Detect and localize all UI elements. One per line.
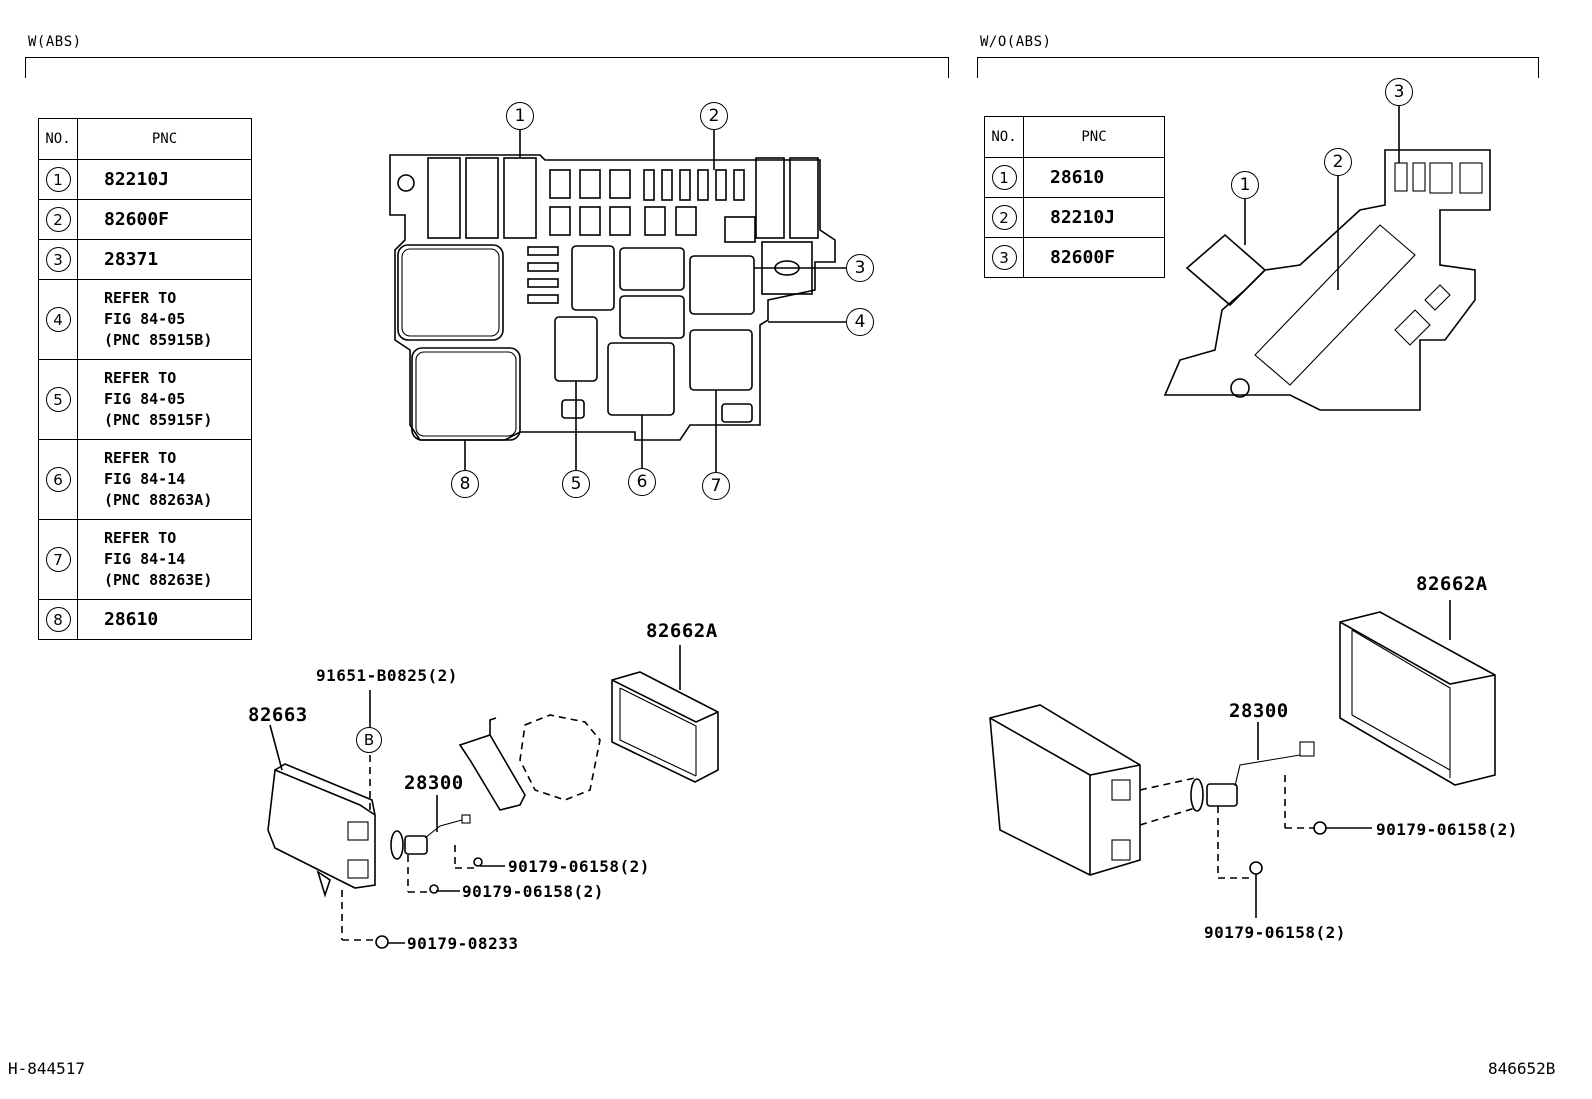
callout-leaders-right bbox=[1244, 105, 1400, 290]
section-bracket-left bbox=[25, 57, 949, 78]
figure-id-left: H-844517 bbox=[8, 1059, 86, 1078]
row-pnc: 82210J bbox=[104, 169, 170, 190]
figure-id-right: 846652B bbox=[1488, 1059, 1556, 1078]
callout-right-2: 2 bbox=[1324, 148, 1352, 176]
row-pnc-line: FIG 84-14 bbox=[104, 470, 186, 488]
relay-block-top-view bbox=[389, 154, 836, 441]
parts-table-right: NO. PNC 1 28610 2 82210J 3 82600F bbox=[984, 116, 1165, 278]
row-number: 6 bbox=[45, 467, 71, 492]
part-label-box: 82663 bbox=[248, 704, 308, 726]
callout-left-3: 3 bbox=[846, 254, 874, 282]
callout-left-8: 8 bbox=[451, 470, 479, 498]
callout-left-5: 5 bbox=[562, 470, 590, 498]
row-number: 5 bbox=[45, 387, 71, 412]
row-pnc: 82210J bbox=[1050, 207, 1116, 228]
left-horn-28300 bbox=[390, 814, 471, 860]
row-pnc-line: (PNC 88263E) bbox=[104, 571, 213, 589]
table-row: 2 82210J bbox=[984, 197, 1165, 238]
row-number: 1 bbox=[991, 165, 1017, 190]
callout-leaders-left bbox=[464, 129, 846, 472]
part-label-cover-right: 82662A bbox=[1416, 573, 1488, 595]
part-label-bolt: 91651-B0825(2) bbox=[316, 666, 458, 685]
callout-left-1: 1 bbox=[506, 102, 534, 130]
row-pnc-line: REFER TO bbox=[104, 529, 177, 547]
row-number: 3 bbox=[45, 247, 71, 272]
table-header-no: NO. bbox=[984, 116, 1024, 158]
left-relay-box-82663 bbox=[267, 763, 376, 898]
row-number: 3 bbox=[991, 245, 1017, 270]
table-row: 5 REFER TO FIG 84-05 (PNC 85915F) bbox=[38, 359, 252, 440]
bolt-marker-b: B bbox=[356, 727, 382, 753]
part-label-nut-right-1: 90179-06158(2) bbox=[1376, 820, 1518, 839]
part-label-nut-1: 90179-06158(2) bbox=[508, 857, 650, 876]
part-label-horn: 28300 bbox=[404, 772, 464, 794]
right-nuts bbox=[1249, 821, 1327, 875]
row-pnc-line: (PNC 85915F) bbox=[104, 411, 213, 429]
part-label-cover: 82662A bbox=[646, 620, 718, 642]
row-pnc: 28371 bbox=[104, 249, 159, 270]
right-horn-28300 bbox=[1190, 741, 1315, 812]
row-pnc: 82600F bbox=[1050, 247, 1116, 268]
callout-left-7: 7 bbox=[702, 472, 730, 500]
row-number: 4 bbox=[45, 307, 71, 332]
part-label-nut-2: 90179-06158(2) bbox=[462, 882, 604, 901]
row-number: 7 bbox=[45, 547, 71, 572]
callout-left-6: 6 bbox=[628, 468, 656, 496]
callout-left-4: 4 bbox=[846, 308, 874, 336]
row-pnc-line: (PNC 85915B) bbox=[104, 331, 213, 349]
table-row: 6 REFER TO FIG 84-14 (PNC 88263A) bbox=[38, 439, 252, 520]
part-label-nut-3: 90179-08233 bbox=[407, 934, 519, 953]
section-label-with-abs: W(ABS) bbox=[28, 34, 82, 50]
row-number: 2 bbox=[45, 207, 71, 232]
table-row: 8 28610 bbox=[38, 599, 252, 640]
table-header-no: NO. bbox=[38, 118, 78, 160]
row-pnc-line: (PNC 88263A) bbox=[104, 491, 213, 509]
row-number: 1 bbox=[45, 167, 71, 192]
right-dashed-guides bbox=[1139, 775, 1315, 879]
table-header-pnc: PNC bbox=[77, 118, 252, 160]
row-number: 2 bbox=[991, 205, 1017, 230]
left-dashed-guides bbox=[341, 755, 478, 941]
row-pnc-line: REFER TO bbox=[104, 449, 177, 467]
left-part-leaders bbox=[269, 645, 681, 944]
row-pnc-line: FIG 84-05 bbox=[104, 390, 186, 408]
left-nuts bbox=[375, 857, 483, 949]
row-pnc: 28610 bbox=[1050, 167, 1105, 188]
section-bracket-right bbox=[977, 57, 1539, 78]
callout-right-3: 3 bbox=[1385, 78, 1413, 106]
table-row: 3 82600F bbox=[984, 237, 1165, 278]
part-label-nut-right-2: 90179-06158(2) bbox=[1204, 923, 1346, 942]
row-pnc-line: FIG 84-14 bbox=[104, 550, 186, 568]
right-part-leaders bbox=[1255, 600, 1451, 918]
table-row: 7 REFER TO FIG 84-14 (PNC 88263E) bbox=[38, 519, 252, 600]
left-relay-cluster bbox=[519, 714, 601, 801]
callout-left-2: 2 bbox=[700, 102, 728, 130]
right-relay-box bbox=[989, 704, 1141, 876]
left-cover-82662A bbox=[611, 671, 719, 783]
table-row: 1 28610 bbox=[984, 157, 1165, 198]
row-pnc-line: FIG 84-05 bbox=[104, 310, 186, 328]
row-number: 8 bbox=[45, 607, 71, 632]
callout-right-1: 1 bbox=[1231, 171, 1259, 199]
table-row: 2 82600F bbox=[38, 199, 252, 240]
parts-table-left: NO. PNC 1 82210J 2 82600F 3 28371 4 REFE… bbox=[38, 118, 252, 640]
row-pnc-line: REFER TO bbox=[104, 289, 177, 307]
section-label-without-abs: W/O(ABS) bbox=[980, 34, 1052, 50]
part-label-horn-right: 28300 bbox=[1229, 700, 1289, 722]
row-pnc: 28610 bbox=[104, 609, 159, 630]
left-bracket bbox=[458, 717, 526, 811]
right-relay-block bbox=[1163, 149, 1491, 411]
table-row: 3 28371 bbox=[38, 239, 252, 280]
right-cover-82662A bbox=[1339, 611, 1496, 786]
table-header-pnc: PNC bbox=[1023, 116, 1165, 158]
row-pnc-line: REFER TO bbox=[104, 369, 177, 387]
row-pnc: 82600F bbox=[104, 209, 170, 230]
table-row: 1 82210J bbox=[38, 159, 252, 200]
